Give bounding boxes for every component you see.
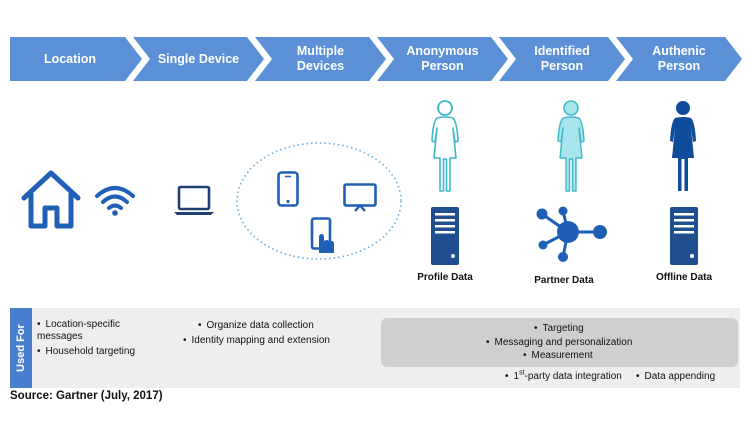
person-dark-icon xyxy=(670,101,696,191)
person-light-icon xyxy=(557,100,585,192)
wifi-icon xyxy=(95,186,135,216)
used-for-label-bar: Used For xyxy=(10,308,32,388)
location-use-item: Location-specific messages xyxy=(37,319,157,343)
offline-data-label: Offline Data xyxy=(655,272,713,283)
stage-anonymous-person: Anonymous Person xyxy=(377,37,508,81)
tablet-touch-icon xyxy=(310,217,334,253)
used-for-label: Used For xyxy=(15,324,27,372)
stage-location: Location xyxy=(10,37,142,81)
stage-label: Single Device xyxy=(157,51,240,66)
partner-data-label: Partner Data xyxy=(534,275,594,286)
device-use-item: Organize data collection xyxy=(198,320,314,332)
person-outline-icon xyxy=(431,100,459,192)
stage-identified-person: Identified Person xyxy=(499,37,625,81)
laptop-icon xyxy=(174,185,214,215)
stage-label: Location xyxy=(43,51,97,66)
extra-use-item: Data appending xyxy=(636,371,716,383)
smartphone-icon xyxy=(277,171,299,207)
house-icon xyxy=(21,170,81,229)
server-icon xyxy=(431,207,459,265)
device-use-item: Identity mapping and extension xyxy=(183,335,330,347)
stage-authentic-person: Authenic Person xyxy=(616,37,742,81)
profile-data-label: Profile Data xyxy=(417,272,473,283)
person-use-item: Measurement xyxy=(523,350,593,362)
location-use-item: Household targeting xyxy=(37,346,177,358)
stage-label: Multiple Devices xyxy=(296,44,345,73)
server-icon xyxy=(670,207,698,265)
stage-label: Authenic Person xyxy=(652,44,706,73)
stage-label: Identified Person xyxy=(534,44,590,73)
multiple-devices-group xyxy=(236,142,402,260)
person-use-item: Targeting xyxy=(534,323,584,335)
network-icon xyxy=(536,206,607,262)
monitor-icon xyxy=(343,183,377,212)
person-use-item: Messaging and personalization xyxy=(486,337,633,349)
extra-use-item: 1st-party data integration xyxy=(505,370,622,383)
stage-label: Anonymous Person xyxy=(406,44,479,73)
stage-multiple-devices: Multiple Devices xyxy=(255,37,386,81)
source-caption: Source: Gartner (July, 2017) xyxy=(10,390,163,402)
stage-single-device: Single Device xyxy=(133,37,264,81)
